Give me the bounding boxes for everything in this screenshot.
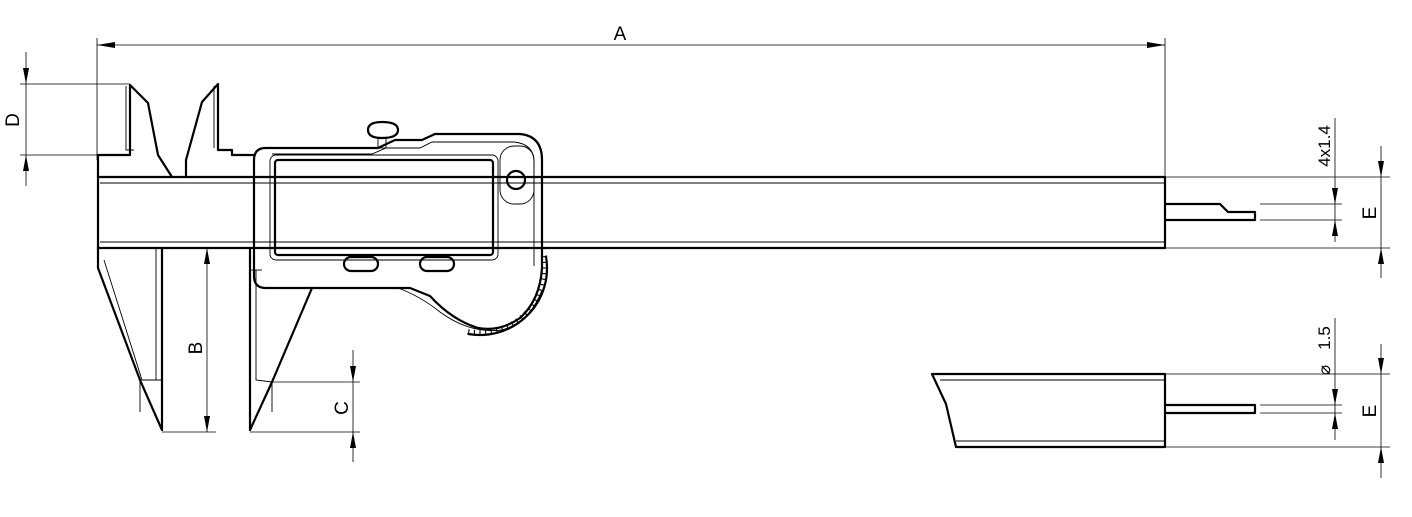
label-a: A xyxy=(614,24,627,45)
dimension-b: B xyxy=(162,248,216,433)
display-housing xyxy=(252,120,544,332)
depth-rod-flat xyxy=(1163,202,1257,222)
fixed-jaw xyxy=(96,83,174,432)
sliding-jaw xyxy=(184,82,314,432)
diameter-symbol-icon: ⌀ xyxy=(1315,365,1334,375)
label-e-bottom: E xyxy=(1360,405,1381,418)
label-c: C xyxy=(332,401,353,415)
label-d: D xyxy=(3,113,24,127)
button-on-off xyxy=(342,255,380,273)
data-port xyxy=(505,169,527,191)
dimension-a: A xyxy=(96,24,1166,177)
dimension-e-bottom: E ⌀ 1.5 xyxy=(1165,318,1390,478)
label-4x1-4: 4x1.4 xyxy=(1315,125,1334,167)
depth-rod-round-variant xyxy=(930,372,1257,449)
dimension-d: D xyxy=(3,52,130,186)
dimension-e-top: E 4x1.4 xyxy=(1165,118,1390,278)
button-zero xyxy=(418,255,456,273)
lcd-screen xyxy=(273,158,495,257)
roller-edge xyxy=(467,255,549,337)
main-beam xyxy=(98,175,1167,250)
locking-screw-icon xyxy=(366,120,400,140)
label-e-top: E xyxy=(1360,207,1381,220)
thumb-roller xyxy=(467,255,549,337)
label-diameter-1-5: 1.5 xyxy=(1315,326,1334,350)
label-b: B xyxy=(186,342,207,355)
dimension-c: C xyxy=(250,350,360,462)
